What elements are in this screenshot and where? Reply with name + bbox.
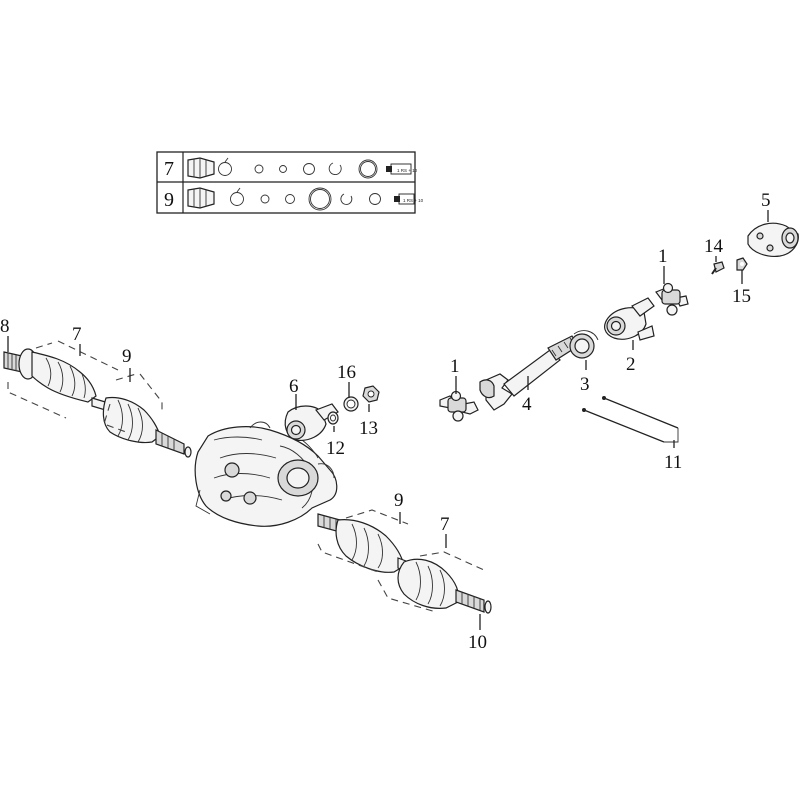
- kit-row-9-tube-text: 1 RS + 10: [403, 198, 424, 203]
- right-axle-shaft: [317, 509, 492, 614]
- part-1-universal-joint-lower: [439, 390, 479, 422]
- callout-4: 4: [522, 394, 532, 415]
- part-12-washer: [327, 411, 339, 425]
- callout-16: 16: [337, 362, 356, 383]
- kit-row-7-parts: 1 RS + 10: [187, 157, 418, 179]
- leader-lines: [7, 210, 769, 630]
- callout-7-right: 7: [440, 514, 450, 535]
- part-3-bearing: [569, 330, 599, 359]
- part-11-brace-rods: [582, 396, 679, 443]
- kit-row-7-tube-text: 1 RS + 10: [397, 168, 418, 173]
- callout-1-upper: 1: [658, 246, 668, 267]
- callout-9-left: 9: [122, 346, 132, 367]
- kit-row-7-number: 7: [164, 158, 174, 180]
- callout-8: 8: [0, 316, 10, 337]
- callout-1-lower: 1: [450, 356, 460, 377]
- part-2-slip-yoke: [604, 297, 655, 341]
- kit-row-9-number: 9: [164, 189, 174, 211]
- part-14-bolt: [711, 261, 725, 275]
- callout-10: 10: [468, 632, 487, 653]
- callout-11: 11: [664, 452, 682, 473]
- kit-row-9-parts: 1 RS + 10: [187, 187, 424, 211]
- callout-6: 6: [289, 376, 299, 397]
- callout-labels: 8 7 9 6 16 12 13 1 4 3 2 1 5 14 15 11 9 …: [0, 190, 771, 653]
- callout-3: 3: [580, 374, 590, 395]
- callout-14: 14: [704, 236, 724, 257]
- callout-13: 13: [359, 418, 378, 439]
- part-13-nut: [362, 385, 380, 403]
- part-5-flange: [747, 222, 799, 257]
- left-axle-shaft: [3, 340, 192, 458]
- callout-7-left: 7: [72, 324, 82, 345]
- part-16-seal: [343, 396, 359, 412]
- transfer-case: [194, 421, 338, 527]
- part-1-universal-joint-upper: [655, 282, 689, 316]
- part-15-nut: [736, 257, 748, 271]
- kit-table: 7 9 1 RS + 10: [156, 151, 424, 214]
- part-6-flange-yoke: [284, 403, 339, 441]
- callout-12: 12: [326, 438, 345, 459]
- callout-9-right: 9: [394, 490, 404, 511]
- callout-15: 15: [732, 286, 751, 307]
- callout-5: 5: [761, 190, 771, 211]
- callout-2: 2: [626, 354, 636, 375]
